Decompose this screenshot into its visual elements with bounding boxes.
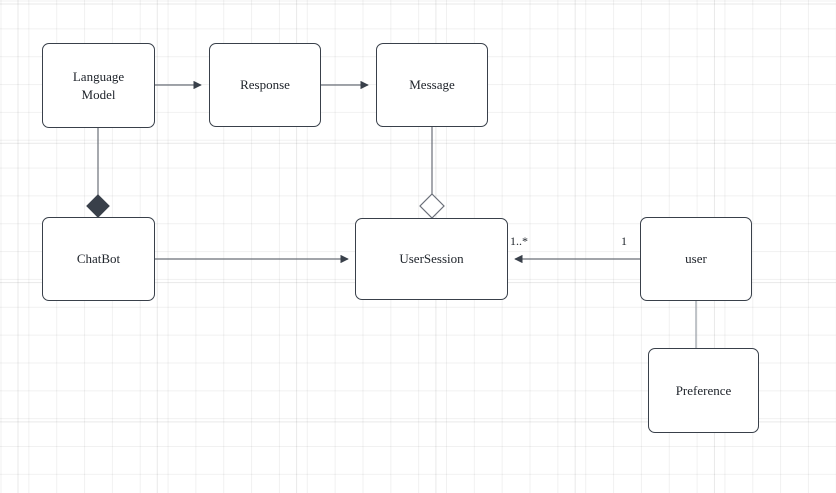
- multiplicity-label-user-side: 1: [621, 234, 627, 248]
- node-user-label: user: [685, 251, 707, 267]
- filled-diamond-icon: [86, 194, 110, 218]
- node-user[interactable]: user: [640, 217, 752, 301]
- node-preference-label: Preference: [675, 382, 732, 398]
- node-language-model[interactable]: Language Model: [42, 43, 155, 128]
- node-chatbot-label: ChatBot: [76, 251, 121, 267]
- node-response[interactable]: Response: [209, 43, 321, 127]
- node-message[interactable]: Message: [376, 43, 488, 127]
- node-preference[interactable]: Preference: [648, 348, 759, 433]
- node-chatbot[interactable]: ChatBot: [42, 217, 155, 301]
- node-usersession[interactable]: UserSession: [355, 218, 508, 300]
- node-usersession-label: UserSession: [399, 251, 464, 267]
- hollow-diamond-icon: [419, 193, 445, 219]
- node-response-label: Response: [240, 77, 290, 93]
- edge-language-model-to-chatbot[interactable]: [86, 128, 110, 218]
- edge-message-to-usersession[interactable]: [419, 127, 445, 219]
- multiplicity-label-usersession-side: 1..*: [510, 234, 528, 248]
- node-message-label: Message: [409, 77, 455, 93]
- node-language-model-label-line1: Language: [72, 68, 125, 84]
- node-language-model-label-line2: Model: [81, 86, 116, 102]
